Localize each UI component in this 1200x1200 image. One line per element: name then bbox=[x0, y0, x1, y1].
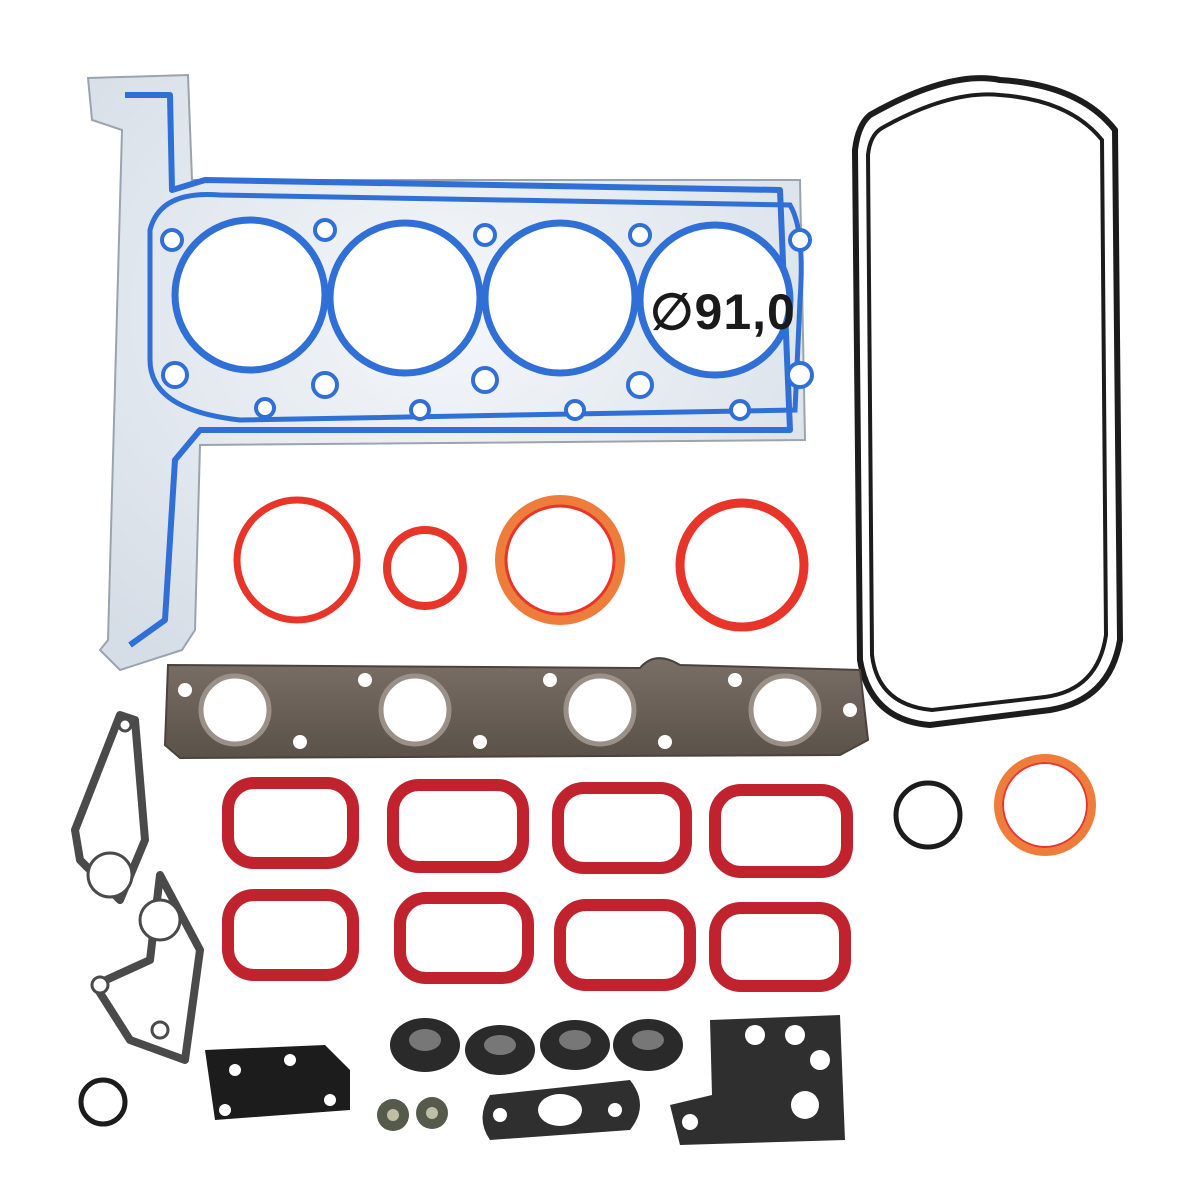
intake-seal-5 bbox=[222, 889, 359, 981]
head-bolt-holes bbox=[160, 218, 814, 421]
orange-o-ring-right bbox=[994, 754, 1096, 856]
black-o-ring-bottom-left bbox=[78, 1077, 128, 1127]
intake-port-seals bbox=[222, 777, 853, 992]
bracket-gasket-upper bbox=[71, 711, 149, 904]
orange-ring-seal-inner bbox=[504, 504, 616, 616]
red-ring-seal-thick bbox=[675, 498, 809, 632]
left-bracket-gaskets bbox=[71, 711, 204, 1064]
exhaust-manifold-gasket bbox=[163, 657, 870, 760]
cylinder-head-gasket bbox=[86, 73, 814, 672]
black-o-ring-right bbox=[893, 780, 963, 850]
exhaust-port-1 bbox=[198, 673, 272, 747]
bore-diameter-label: ∅91,0 bbox=[650, 284, 796, 340]
black-plate-gasket-left bbox=[205, 1045, 350, 1120]
intake-seal-4 bbox=[709, 784, 853, 878]
head-gasket-inner-bead bbox=[147, 191, 804, 423]
valve-cover-gasket-inner bbox=[865, 92, 1109, 713]
intake-seal-7 bbox=[554, 899, 696, 991]
bracket-gasket-lower bbox=[91, 871, 204, 1064]
intake-seal-6 bbox=[394, 892, 534, 984]
cylinder-bore-4 bbox=[636, 221, 794, 379]
cylinder-bore-2 bbox=[326, 219, 484, 377]
exhaust-port-3 bbox=[563, 673, 637, 747]
valve-cover-gasket bbox=[851, 75, 1124, 729]
intake-seal-8 bbox=[709, 902, 851, 992]
intake-seal-2 bbox=[387, 779, 529, 873]
cylinder-bore-3 bbox=[481, 219, 639, 377]
red-ring-seal-large bbox=[233, 496, 361, 624]
intake-seal-1 bbox=[222, 777, 359, 869]
cylinder-bore-1 bbox=[171, 216, 329, 374]
exhaust-gasket-plate bbox=[163, 657, 870, 760]
orange-ring-seal bbox=[495, 495, 625, 625]
orange-o-ring-right-inner bbox=[1002, 762, 1088, 848]
intake-seal-3 bbox=[552, 782, 692, 874]
exhaust-port-4 bbox=[748, 673, 822, 747]
exhaust-port-2 bbox=[378, 673, 452, 747]
red-ring-seal-small bbox=[383, 526, 467, 610]
